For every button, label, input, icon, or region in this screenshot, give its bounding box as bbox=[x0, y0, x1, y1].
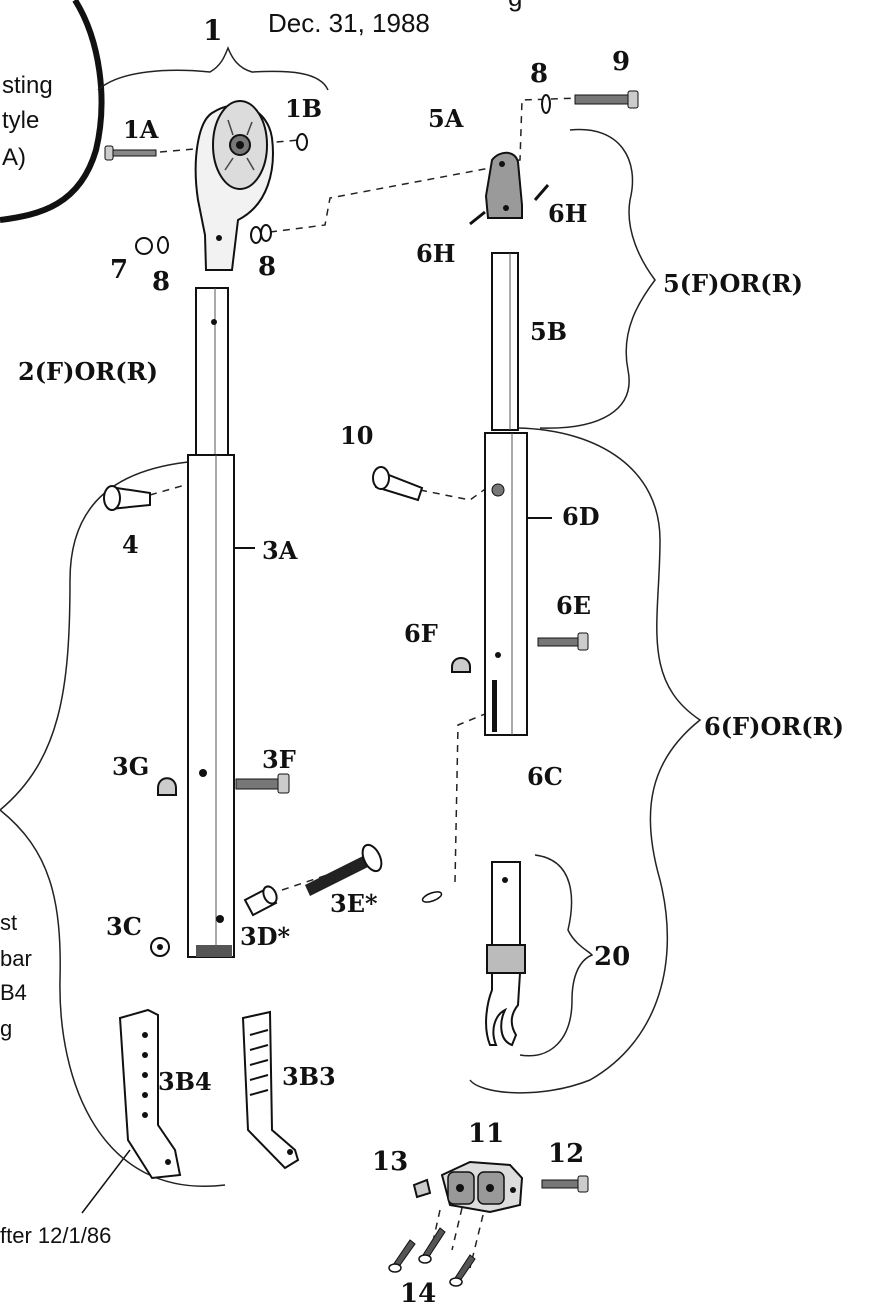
bolt-1a bbox=[104, 145, 157, 161]
label-7: 7 bbox=[110, 255, 128, 285]
nut-3g bbox=[157, 777, 177, 796]
bolt-12 bbox=[541, 1175, 589, 1193]
label-6h-left: 6H bbox=[416, 239, 455, 268]
label-8-right: 8 bbox=[258, 252, 276, 282]
label-1: 1 bbox=[203, 14, 222, 47]
screws-14 bbox=[388, 1227, 476, 1287]
bracket-20 bbox=[519, 854, 594, 1057]
label-6h-right: 6H bbox=[548, 199, 587, 228]
label-2-assembly: 2(F)OR(R) bbox=[18, 357, 158, 386]
note-line-3: B4 bbox=[0, 980, 27, 1005]
part-1-housing bbox=[194, 100, 274, 271]
washer-8-left bbox=[157, 236, 169, 254]
tube-6d bbox=[484, 432, 528, 736]
date-text: Dec. 31, 1988 bbox=[268, 8, 430, 38]
label-12: 12 bbox=[548, 1139, 584, 1169]
label-10: 10 bbox=[340, 421, 373, 450]
sleeve-3d bbox=[243, 885, 278, 917]
bracket-3 bbox=[0, 461, 226, 1188]
knob-4 bbox=[103, 485, 151, 511]
note-line-1: st bbox=[0, 910, 17, 935]
leg-3b3 bbox=[241, 1010, 300, 1170]
footnote-leader bbox=[81, 1149, 131, 1214]
label-3g: 3G bbox=[112, 752, 149, 781]
bolt-9 bbox=[574, 90, 639, 109]
label-9: 9 bbox=[612, 47, 630, 77]
leg-3b4 bbox=[118, 1008, 182, 1180]
bracket-5a bbox=[484, 151, 523, 219]
pin-6c bbox=[421, 891, 443, 903]
callout-line-2: tyle bbox=[2, 107, 39, 134]
label-6f: 6F bbox=[404, 619, 438, 648]
label-ticks bbox=[234, 517, 552, 549]
label-3a: 3A bbox=[262, 536, 298, 565]
label-6c: 6C bbox=[527, 762, 563, 791]
label-5a: 5A bbox=[428, 104, 464, 133]
label-1a: 1A bbox=[123, 115, 159, 144]
label-6e: 6E bbox=[556, 591, 591, 620]
bolt-3e bbox=[305, 843, 383, 896]
washer-8-top bbox=[541, 94, 551, 114]
screws-6h bbox=[469, 184, 550, 226]
label-3f: 3F bbox=[262, 745, 296, 774]
note-line-2: bar bbox=[0, 946, 32, 971]
label-8-top: 8 bbox=[530, 59, 548, 89]
note-line-4: g bbox=[0, 1016, 12, 1041]
bracket-5 bbox=[539, 128, 656, 429]
label-20: 20 bbox=[594, 942, 630, 972]
tube-3a bbox=[187, 454, 235, 958]
label-3b3: 3B3 bbox=[282, 1062, 336, 1091]
label-3e: 3E* bbox=[330, 889, 378, 918]
style-callout: sting tyle A) bbox=[0, 0, 105, 223]
footnote-text: fter 12/1/86 bbox=[0, 1223, 111, 1248]
label-3d: 3D* bbox=[240, 922, 291, 951]
callout-line-3: A) bbox=[2, 144, 26, 171]
nut-7 bbox=[135, 237, 153, 255]
label-4: 4 bbox=[122, 530, 139, 559]
bolt-6e bbox=[537, 632, 589, 651]
label-6-assembly: 6(F)OR(R) bbox=[704, 712, 844, 741]
label-14: 14 bbox=[400, 1279, 436, 1306]
bolt-3f bbox=[235, 773, 290, 794]
nut-3c bbox=[150, 937, 170, 957]
label-11: 11 bbox=[468, 1119, 504, 1149]
bracket-6 bbox=[469, 427, 702, 1094]
label-5-assembly: 5(F)OR(R) bbox=[663, 269, 803, 298]
label-1b: 1B bbox=[285, 94, 322, 123]
washers-8-right bbox=[250, 224, 272, 244]
nut-1b bbox=[296, 133, 308, 151]
header-cut-text: g bbox=[508, 0, 522, 12]
label-3b4: 3B4 bbox=[158, 1067, 212, 1096]
knob-10 bbox=[372, 466, 424, 502]
clamp-11 bbox=[440, 1160, 524, 1214]
nut-6f bbox=[451, 657, 471, 673]
label-8-left: 8 bbox=[152, 267, 170, 297]
bracket-part-1 bbox=[97, 46, 329, 91]
callout-line-1: sting bbox=[2, 72, 53, 99]
label-3c: 3C bbox=[106, 912, 142, 941]
nut-13 bbox=[412, 1178, 432, 1199]
label-13: 13 bbox=[372, 1147, 408, 1177]
label-6d: 6D bbox=[562, 502, 600, 531]
label-5b: 5B bbox=[530, 317, 567, 346]
tube-5b bbox=[491, 252, 519, 431]
tube-2 bbox=[195, 287, 229, 459]
part-20-hook bbox=[485, 861, 526, 1047]
